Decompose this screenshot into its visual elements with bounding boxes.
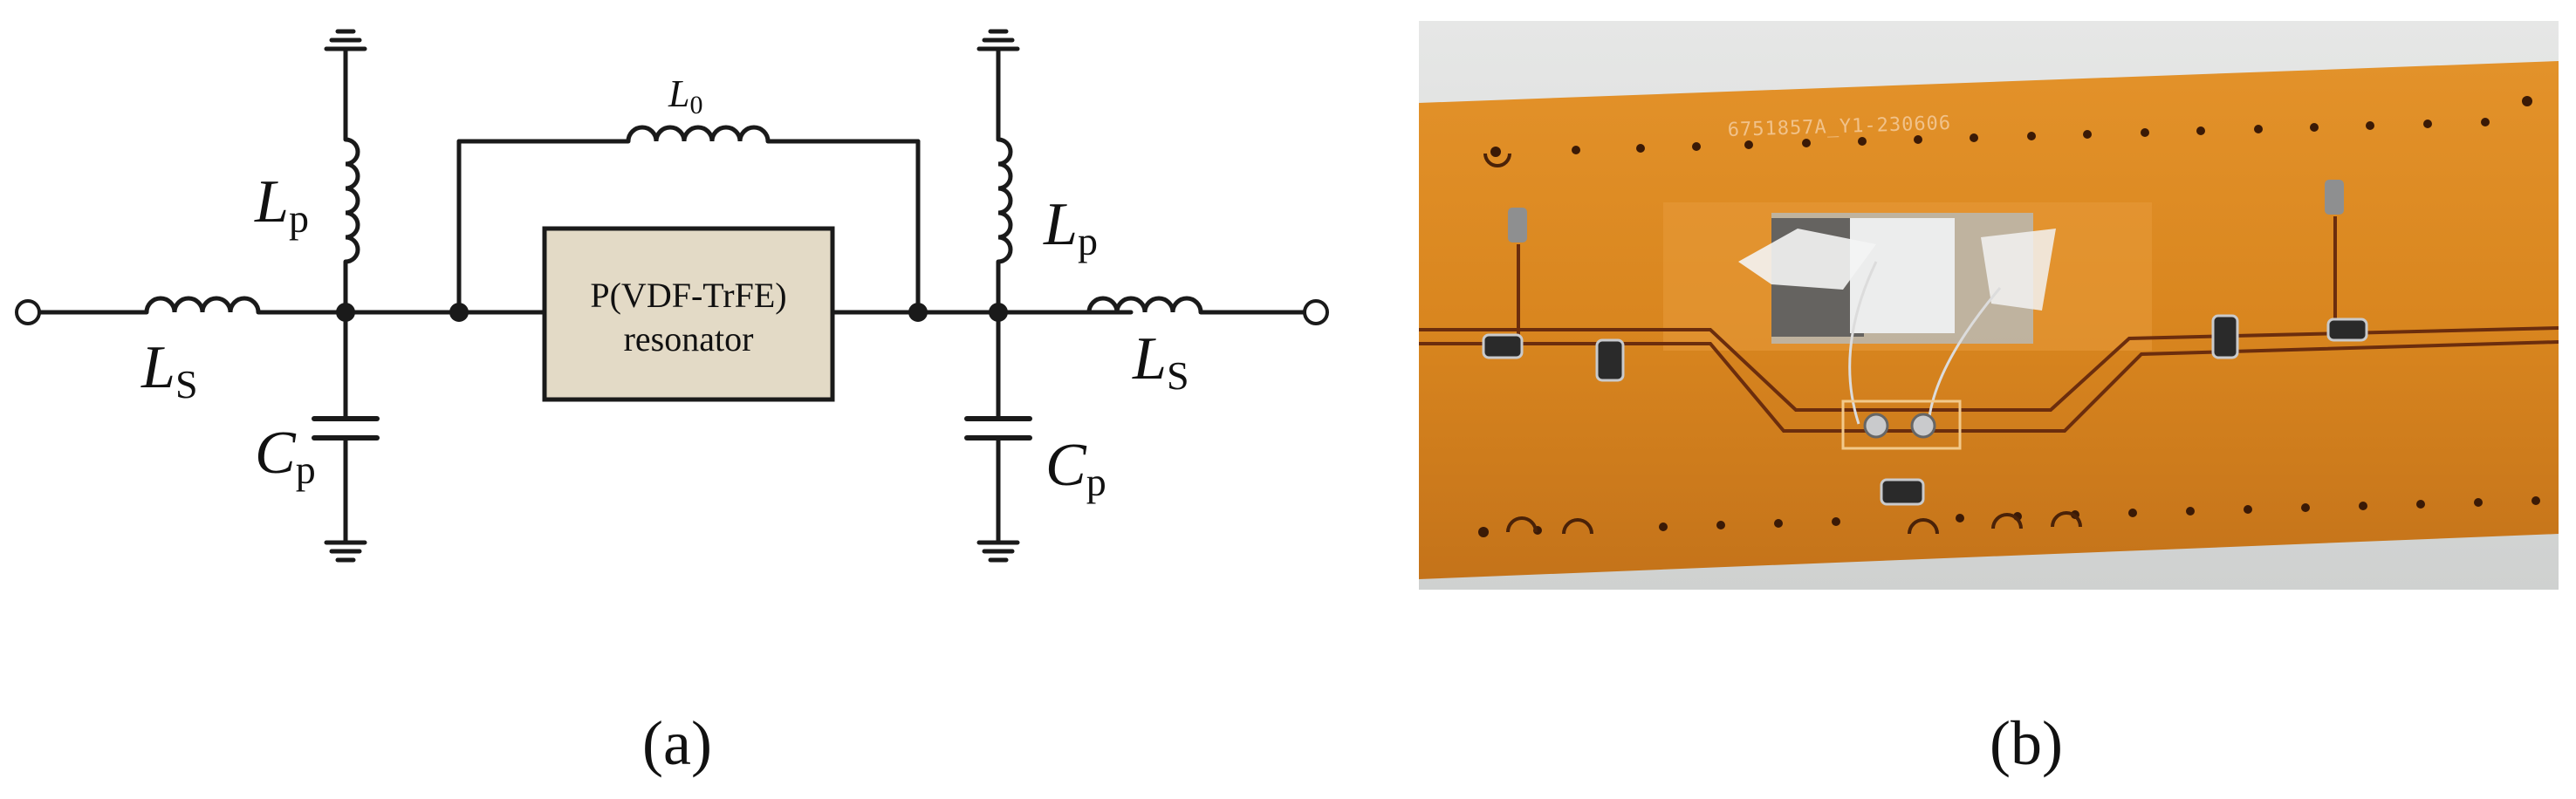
resonator-label-line1: P(VDF-TrFE) <box>590 276 786 315</box>
label-lp-right: Lp <box>1043 191 1098 263</box>
resonator-box <box>542 226 835 402</box>
junction-node-resonator-out <box>908 303 928 322</box>
bond-pad-right <box>1910 413 1936 439</box>
edge-pads <box>1483 153 2082 535</box>
ground-symbol-lp-right <box>976 29 1020 51</box>
via-row-top <box>1490 96 2532 157</box>
smd-component-2 <box>1595 338 1625 382</box>
panel-b-photo: 6751857A_Y1-230606 (b) <box>1419 21 2559 778</box>
bond-wire-right <box>1927 287 2002 425</box>
label-ls-right: LS <box>1132 325 1189 398</box>
inductor-ls-left <box>144 296 261 313</box>
smd-component-1 <box>1482 333 1524 359</box>
label-cp-left: Cp <box>255 420 316 492</box>
inductor-l0 <box>626 125 771 142</box>
inductor-lp-right <box>997 137 1013 264</box>
inductor-ls-right <box>1086 296 1203 313</box>
caption-b: (b) <box>1990 708 2063 778</box>
ground-symbol-lp-left <box>324 29 367 51</box>
label-ls-left: LS <box>140 334 198 406</box>
ground-symbol-cp-right <box>976 540 1020 563</box>
resonator-label-line2: resonator <box>624 319 754 359</box>
label-cp-right: Cp <box>1045 432 1106 504</box>
label-lp-left: Lp <box>254 168 309 241</box>
label-l0: L0 <box>668 72 702 120</box>
via-row-bottom <box>1478 496 2540 537</box>
smd-component-4 <box>2211 314 2239 359</box>
electrode-silver <box>1850 218 1955 333</box>
panel-a-circuit: P(VDF-TrFE) resonator <box>15 29 1329 778</box>
smd-component-5 <box>2326 318 2368 342</box>
inductor-lp-left <box>345 137 360 264</box>
smd-component-6 <box>2325 180 2344 215</box>
bond-pad-left <box>1863 413 1889 439</box>
smd-component-3 <box>1508 208 1527 242</box>
tape-patch <box>1738 229 1876 290</box>
bond-wire-left <box>1848 261 1878 425</box>
input-terminal <box>15 299 41 325</box>
bond-pad-outline <box>1841 400 1962 450</box>
output-terminal <box>1303 299 1329 325</box>
caption-a: (a) <box>642 708 712 778</box>
smd-component-7 <box>1880 478 1925 506</box>
ground-symbol-cp-left <box>324 540 367 563</box>
trace-upper <box>1419 326 2559 412</box>
